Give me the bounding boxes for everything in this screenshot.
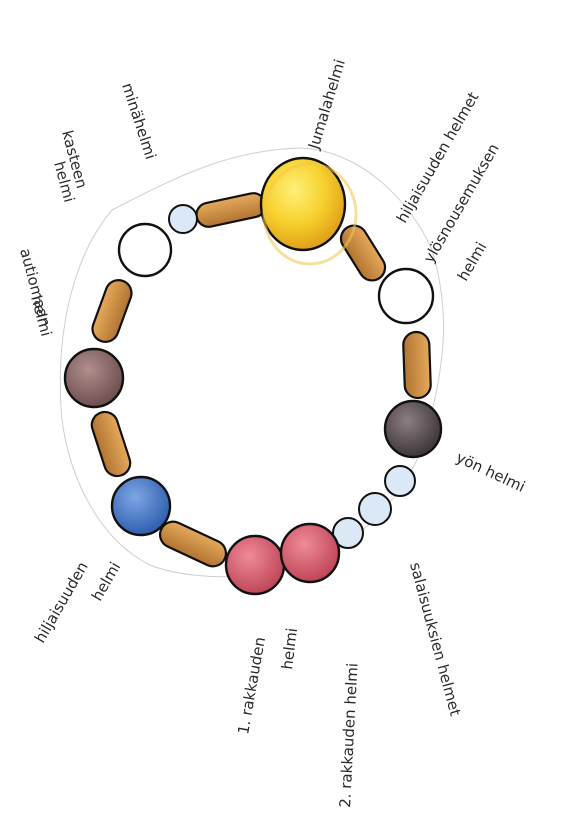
silence-bead-light-2 (359, 493, 391, 525)
label-hiljaisuus-line2: helmi (88, 559, 124, 604)
label-jumala: Jumalahelmi (304, 57, 349, 152)
label-rakkaus1-line2: helmi (278, 627, 301, 671)
rakkaus2-bead (281, 524, 339, 582)
label-autiomaa-line2: helmi (27, 293, 55, 338)
label-hiljaisuus-line1: hiljaisuuden (31, 559, 92, 646)
amber-bead-left-upper (89, 276, 135, 345)
amber-bead-bottom (156, 517, 230, 570)
amber-bead-left-lower (88, 409, 133, 480)
label-salaisuus: salaisuuksien helmet (406, 560, 464, 718)
round-beads (65, 158, 441, 594)
hiljaisuus-bead-blue (112, 477, 170, 535)
amber-bead-right-upper (336, 221, 390, 286)
label-mina: minähelmi (118, 81, 160, 162)
silence-bead-light-1 (385, 466, 415, 496)
label-rakkaus2: 2. rakkauden helmi (336, 662, 362, 808)
rakkaus1-bead (226, 536, 284, 594)
amber-bead-right-middle (403, 332, 431, 399)
autiomaa-bead (65, 349, 123, 407)
small-pearl-top (169, 205, 197, 233)
ylosnousemus-bead (379, 269, 433, 323)
yon-bead (385, 401, 441, 457)
label-rakkaus1-line1: 1. rakkauden (234, 636, 269, 736)
label-ylosnousemus-line2: helmi (454, 239, 490, 284)
amber-bead-top (194, 191, 267, 229)
mina-bead (119, 224, 171, 276)
label-yon: yön helmi (453, 448, 528, 496)
